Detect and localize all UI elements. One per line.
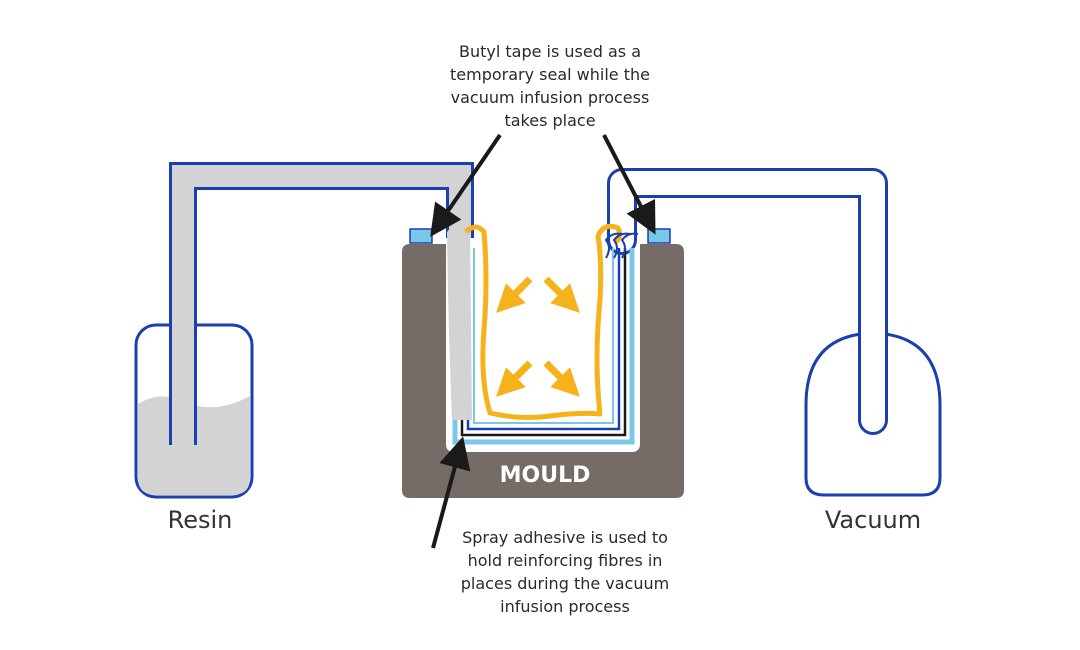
mould [402,244,684,498]
butyl-tape-annotation-line: vacuum infusion process [450,88,650,107]
spray-adhesive-annotation-line: Spray adhesive is used to [462,528,668,547]
spray-adhesive-annotation-line: places during the vacuum [460,574,670,593]
vacuum-tube [607,168,888,435]
flow-arrow-upper-right [543,276,580,313]
spray-adhesive-annotation-line: hold reinforcing fibres in [467,551,663,570]
vacuum-label: Vacuum [825,506,921,534]
butyl-tape-annotation-line: takes place [504,111,596,130]
butyl-tape [409,228,671,244]
resin-label: Resin [168,506,233,534]
pointer-arrow-right-tape [602,134,656,235]
butyl-tape-annotation-line: Butyl tape is used as a [458,42,641,61]
butyl-tape-annotation-line: temporary seal while the [450,65,650,84]
spray-adhesive-annotation-line: infusion process [500,597,630,616]
mould-label: MOULD [500,463,591,488]
butyl-tape-annotation: Butyl tape is used as a temporary seal w… [400,40,700,132]
butyl-tape-left [409,228,433,244]
vacuum-bag [464,223,623,420]
pointer-arrow-left-tape [430,133,502,237]
butyl-tape-right [647,228,671,244]
resin-flow-area [447,224,472,420]
flow-arrow-upper-left [496,276,533,313]
flow-arrow-lower-right [543,360,580,397]
pointer-arrows [430,133,656,549]
flow-arrow-lower-left [496,360,533,397]
spray-adhesive-annotation: Spray adhesive is used to hold reinforci… [400,526,730,618]
pointer-arrow-adhesive [431,436,471,549]
flow-arrows [496,276,580,397]
